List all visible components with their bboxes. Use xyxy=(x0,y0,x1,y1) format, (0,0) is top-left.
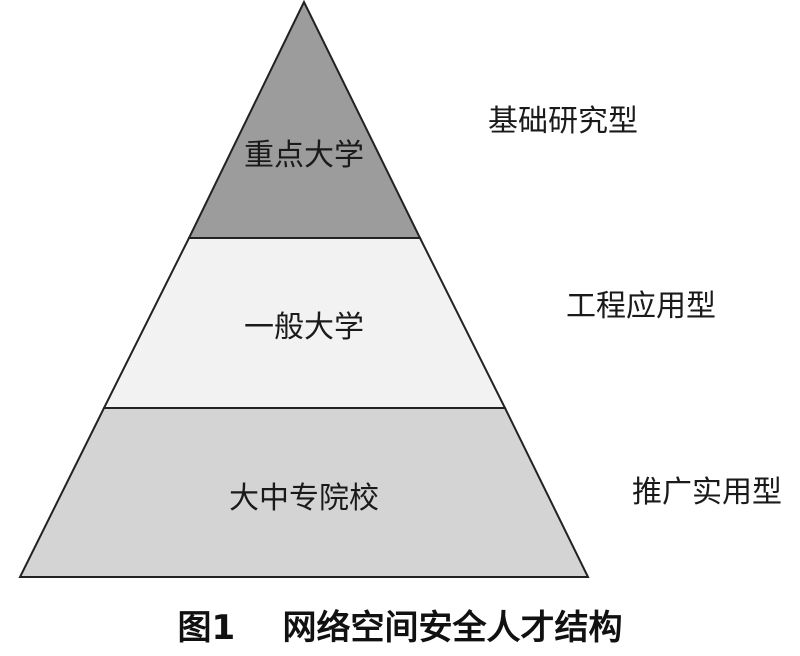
tier-label-top: 重点大学 xyxy=(244,138,364,173)
type-label-promotion-practical: 推广实用型 xyxy=(632,475,782,510)
tier-label-bottom: 大中专院校 xyxy=(229,481,379,516)
type-label-engineering-application: 工程应用型 xyxy=(566,289,716,324)
pyramid-tier-bottom xyxy=(18,407,590,578)
figure-title: 网络空间安全人才结构 xyxy=(282,608,623,648)
type-label-basic-research: 基础研究型 xyxy=(488,104,638,139)
figure-caption: 图1 网络空间安全人才结构 xyxy=(0,600,800,649)
figure-number: 图1 xyxy=(177,608,236,648)
tier-label-middle: 一般大学 xyxy=(244,310,364,345)
pyramid-tier-top xyxy=(187,0,422,239)
